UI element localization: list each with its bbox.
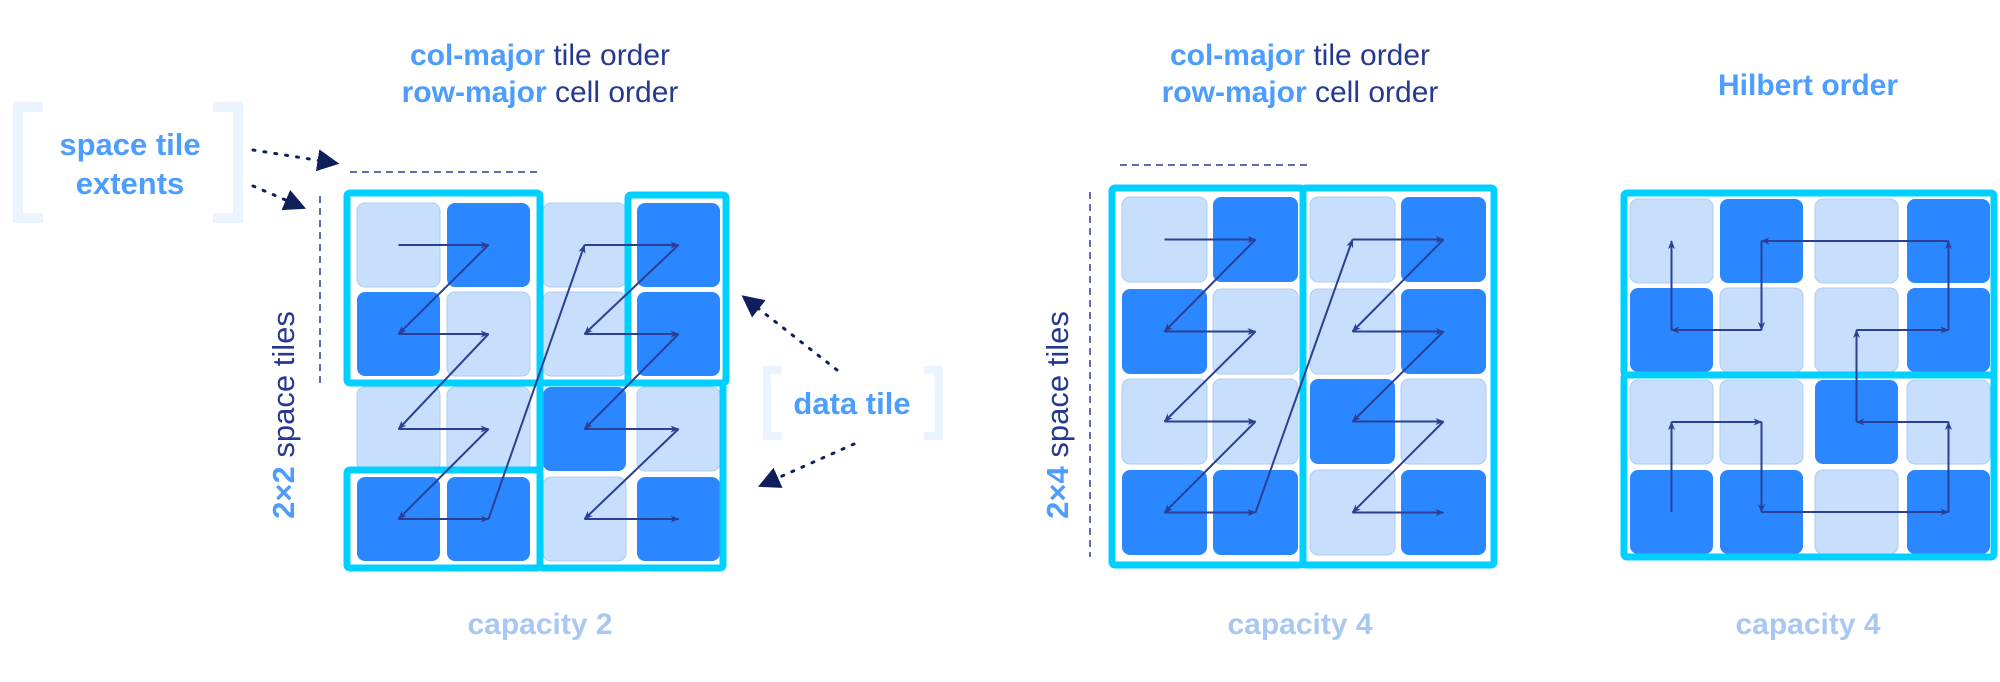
title-accent: Hilbert order bbox=[1718, 69, 1898, 102]
space-tile-extents-annotation: space tile extents bbox=[13, 102, 340, 223]
panel-title-line-1: col-major tile order bbox=[410, 39, 670, 72]
title-accent: col-major bbox=[410, 39, 545, 72]
path-arrow bbox=[397, 428, 490, 520]
title-rest: cell order bbox=[1307, 76, 1439, 109]
panel-title-line-1: Hilbert order bbox=[1718, 69, 1898, 102]
traversal-path bbox=[1667, 237, 1953, 516]
dotted-arrow-to-top-data-tile bbox=[741, 295, 839, 372]
space-tile-extents-label-line-1: space tile bbox=[59, 127, 200, 162]
path-arrow bbox=[397, 333, 490, 430]
path-arrow bbox=[1351, 330, 1445, 423]
title-accent: row-major bbox=[402, 76, 547, 109]
left-bracket bbox=[13, 102, 43, 223]
right-bracket bbox=[924, 366, 943, 440]
left-bracket bbox=[763, 366, 782, 440]
title-rest: tile order bbox=[1305, 39, 1430, 72]
title-accent: col-major bbox=[1170, 39, 1305, 72]
panel-title-line-2: row-major cell order bbox=[1162, 76, 1439, 109]
space-tile-outline bbox=[343, 189, 544, 387]
dotted-arrow-to-vertical-extent bbox=[251, 184, 307, 211]
title-rest: cell order bbox=[547, 76, 679, 109]
capacity-label: capacity 2 bbox=[467, 608, 612, 641]
space-tiles-side-label: 2×4 space tiles bbox=[1040, 311, 1075, 519]
path-arrow bbox=[1254, 238, 1354, 513]
capacity-label: capacity 4 bbox=[1227, 608, 1372, 641]
capacity-label: capacity 4 bbox=[1735, 608, 1880, 641]
space-tile-outline bbox=[1620, 371, 1998, 561]
path-arrow bbox=[583, 333, 680, 430]
data-tile-label: data tile bbox=[793, 386, 910, 421]
dotted-arrow-to-bottom-data-tile bbox=[757, 442, 856, 488]
path-arrow bbox=[1351, 420, 1445, 514]
panel-col-major-capacity-2: col-major tile order row-major cell order… bbox=[266, 39, 730, 641]
panel-title-line-1: col-major tile order bbox=[1170, 39, 1430, 72]
path-arrow bbox=[1163, 330, 1257, 423]
panel-hilbert-capacity-4: Hilbert order capacity 4 bbox=[1620, 69, 1998, 641]
path-arrow bbox=[487, 244, 586, 520]
panel-col-major-capacity-4: col-major tile order row-major cell order… bbox=[1040, 39, 1498, 641]
traversal-path bbox=[397, 241, 680, 523]
panel-title-line-2: row-major cell order bbox=[402, 76, 679, 109]
dotted-arrow-to-horizontal-extent bbox=[251, 148, 340, 172]
path-arrow bbox=[1351, 238, 1445, 333]
right-bracket bbox=[213, 102, 243, 223]
side-label-dims: 2×4 bbox=[1040, 458, 1075, 519]
title-rest: tile order bbox=[545, 39, 670, 72]
path-arrow bbox=[583, 244, 680, 335]
path-arrow bbox=[397, 244, 490, 335]
traversal-path bbox=[1163, 235, 1445, 517]
path-arrow bbox=[1163, 238, 1257, 333]
title-accent: row-major bbox=[1162, 76, 1307, 109]
side-label-dims: 2×2 bbox=[266, 458, 301, 519]
space-tile-extents-label-line-2: extents bbox=[76, 166, 185, 201]
side-label-text: space tiles bbox=[266, 311, 301, 457]
path-arrow bbox=[583, 428, 680, 520]
space-tiles-side-label: 2×2 space tiles bbox=[266, 311, 301, 519]
data-tile-annotation: data tile bbox=[741, 295, 943, 488]
data-tile-outline bbox=[343, 466, 544, 572]
side-label-text: space tiles bbox=[1040, 311, 1075, 457]
path-arrow bbox=[1163, 420, 1257, 514]
